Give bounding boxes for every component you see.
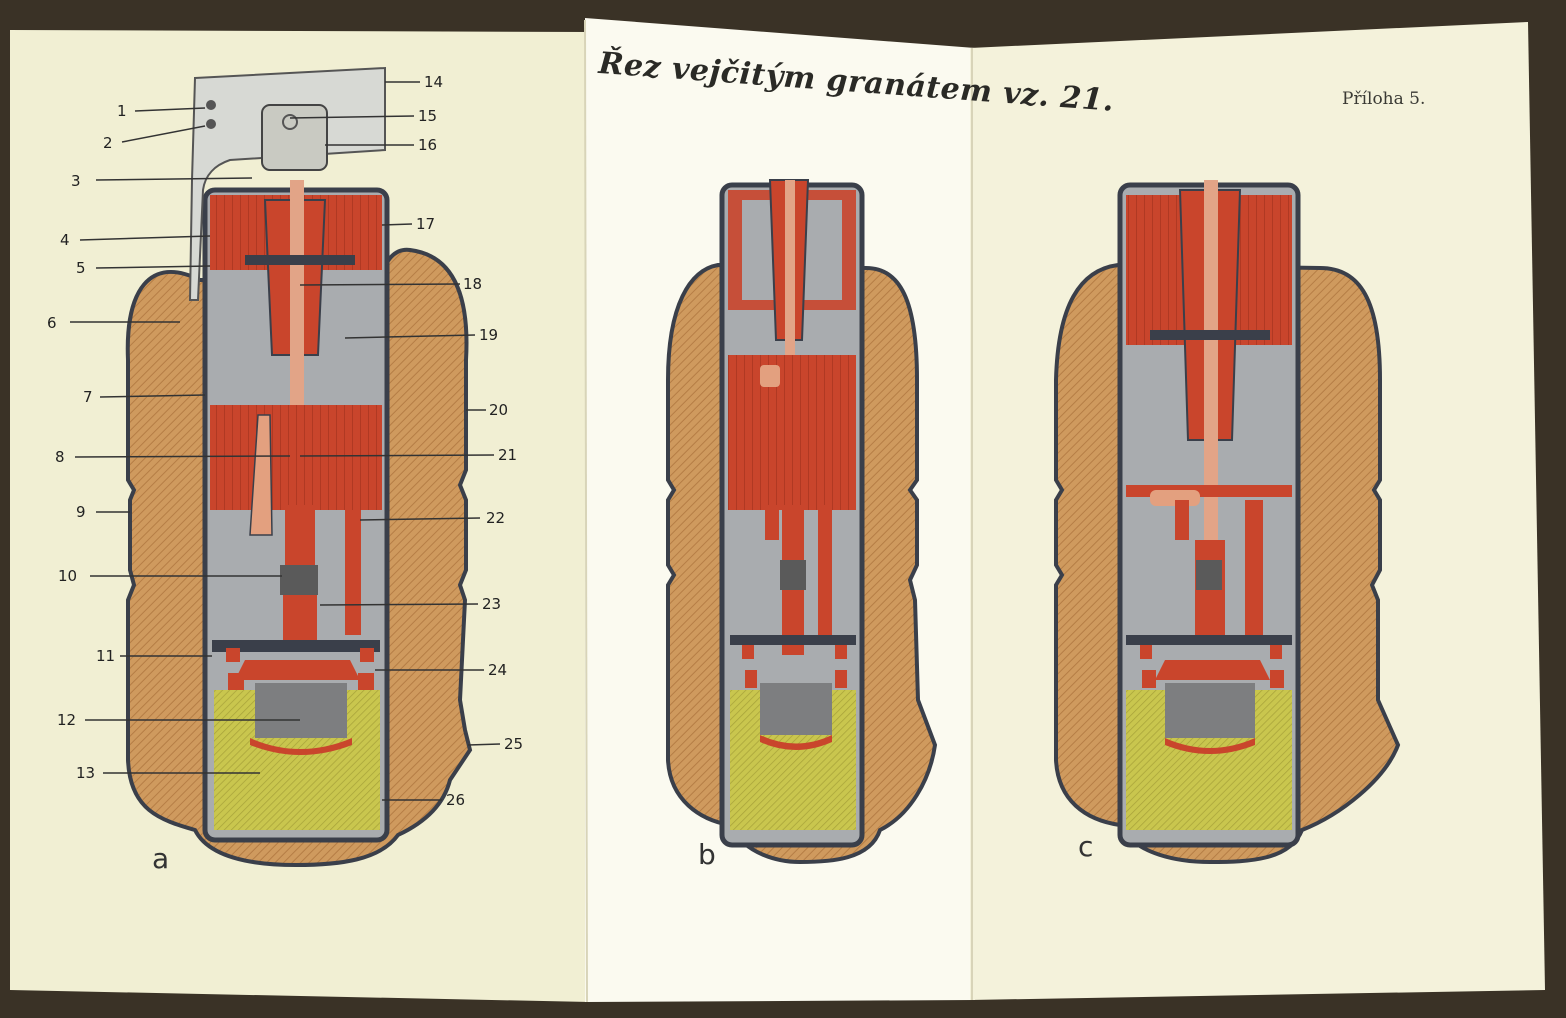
callout-number: 21 — [498, 446, 518, 464]
figure-label-b: b — [698, 838, 716, 871]
left-leader-lines — [70, 107, 300, 774]
callout-number: 16 — [418, 136, 438, 154]
grenade-section-c — [1054, 180, 1401, 865]
callout-number: 9 — [76, 503, 86, 521]
grenade-section-a — [125, 66, 473, 868]
callout-number: 8 — [55, 448, 65, 466]
callout-number: 7 — [83, 388, 93, 406]
callout-number: 4 — [60, 231, 70, 249]
callout-number: 10 — [58, 567, 78, 585]
right-leader-lines — [289, 81, 501, 801]
callout-number: 18 — [463, 275, 483, 293]
appendix-label: Příloha 5. — [1342, 89, 1426, 109]
callout-number: 15 — [418, 107, 438, 125]
callout-number: 20 — [489, 401, 509, 419]
figure-label-a: a — [152, 842, 170, 875]
callout-number: 5 — [76, 259, 86, 277]
callout-number: 14 — [424, 73, 444, 91]
callout-number: 12 — [57, 711, 77, 729]
callout-number: 22 — [486, 509, 506, 527]
callout-number: 6 — [47, 314, 57, 332]
callout-number: 19 — [479, 326, 499, 344]
callout-number: 24 — [488, 661, 508, 679]
figure-label-c: c — [1078, 830, 1094, 863]
callout-number: 23 — [482, 595, 502, 613]
callout-number: 17 — [416, 215, 436, 233]
grenade-section-b — [666, 179, 938, 865]
callout-number: 26 — [446, 791, 466, 809]
callout-number: 1 — [117, 102, 127, 120]
callout-number: 11 — [96, 647, 116, 665]
callout-number: 25 — [504, 735, 524, 753]
callout-number: 3 — [71, 172, 81, 190]
callout-number: 2 — [103, 134, 113, 152]
callout-number: 13 — [76, 764, 96, 782]
